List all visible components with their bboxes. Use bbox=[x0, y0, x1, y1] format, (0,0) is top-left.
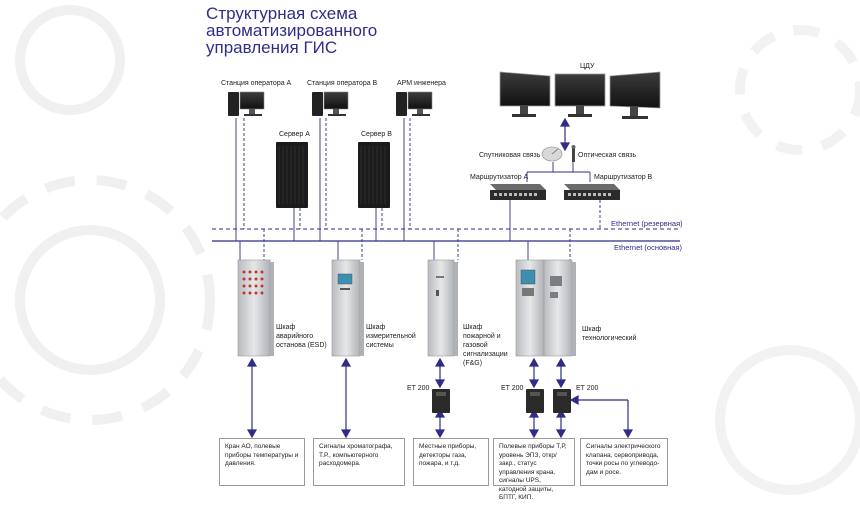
label-router-b: Маршрутизатор В bbox=[594, 174, 653, 181]
label-et200-tech2: ET 200 bbox=[576, 385, 599, 392]
label-ethernet-reserve: Ethernet (резервная) bbox=[611, 219, 683, 228]
label-measurement-cabinet: Шкаф измерительной системы bbox=[366, 324, 416, 349]
label-cdu: ЦДУ bbox=[580, 63, 595, 70]
et200-fg-module-icon bbox=[432, 389, 450, 413]
server-a-icon bbox=[276, 142, 308, 208]
field-box-tech1: Полевые приборы Т,Р, уровень ЭПЗ, откр/з… bbox=[493, 438, 575, 501]
label-optical: Оптическая связь bbox=[578, 152, 637, 159]
et200-tech2-module-icon bbox=[553, 389, 571, 413]
label-server-b: Сервер В bbox=[361, 131, 392, 138]
label-operator-b: Станция оператора В bbox=[307, 80, 378, 87]
router-a-icon bbox=[490, 184, 546, 200]
title-line-3: управления ГИС bbox=[206, 38, 338, 57]
page-title: Структурная схема автоматизированного уп… bbox=[206, 5, 377, 56]
label-tech-cabinet: Шкаф технологический bbox=[582, 326, 637, 342]
et200-tech1-module-icon bbox=[526, 389, 544, 413]
label-engineer: АРМ инженера bbox=[397, 80, 446, 87]
field-box-esd: Кран АО, полевые приборы температуры и д… bbox=[219, 438, 305, 486]
tech-cabinet-icon bbox=[515, 259, 576, 357]
cdu-monitors-icon bbox=[499, 71, 661, 119]
server-b-icon bbox=[358, 142, 390, 208]
label-fg-cabinet: Шкаф пожарной и газовой сигнализации (F&… bbox=[463, 324, 508, 367]
label-operator-a: Станция оператора А bbox=[221, 80, 292, 87]
optical-link-icon bbox=[571, 145, 576, 162]
esd-cabinet-icon bbox=[237, 259, 274, 357]
router-b-icon bbox=[564, 184, 620, 200]
router-links bbox=[526, 162, 591, 182]
field-box-tech2: Сигналы электрического клапана, сервопри… bbox=[580, 438, 668, 486]
measurement-cabinet-icon bbox=[331, 259, 364, 357]
label-et200-fg: ET 200 bbox=[407, 385, 430, 392]
field-arrows bbox=[246, 357, 634, 439]
satellite-dish-icon bbox=[541, 146, 563, 162]
label-ethernet-main: Ethernet (основная) bbox=[614, 243, 683, 252]
network-drops bbox=[235, 118, 601, 260]
label-et200-tech1: ET 200 bbox=[501, 385, 524, 392]
fg-cabinet-icon bbox=[427, 259, 458, 357]
field-box-measurement: Сигналы хроматографа, Т.Р., компьютерног… bbox=[313, 438, 405, 486]
field-box-fg: Местные приборы, детекторы газа, пожара,… bbox=[413, 438, 489, 486]
title-line-2: автоматизированного bbox=[206, 21, 378, 40]
label-router-a: Маршрутизатор А bbox=[470, 174, 529, 181]
label-server-a: Сервер А bbox=[279, 131, 310, 138]
engineer-workstation-icon bbox=[396, 91, 433, 116]
gear-watermark-right bbox=[715, 25, 860, 495]
title-line-1: Структурная схема bbox=[206, 4, 358, 23]
cdu-link-arrow bbox=[559, 117, 571, 152]
gear-watermark-left bbox=[0, 5, 215, 425]
label-satellite: Спутниковая связь bbox=[479, 152, 541, 159]
workstation-a-icon bbox=[228, 91, 265, 116]
label-esd-cabinet: Шкаф аварийного останова (ESD) bbox=[276, 324, 327, 349]
workstation-b-icon bbox=[312, 91, 349, 116]
